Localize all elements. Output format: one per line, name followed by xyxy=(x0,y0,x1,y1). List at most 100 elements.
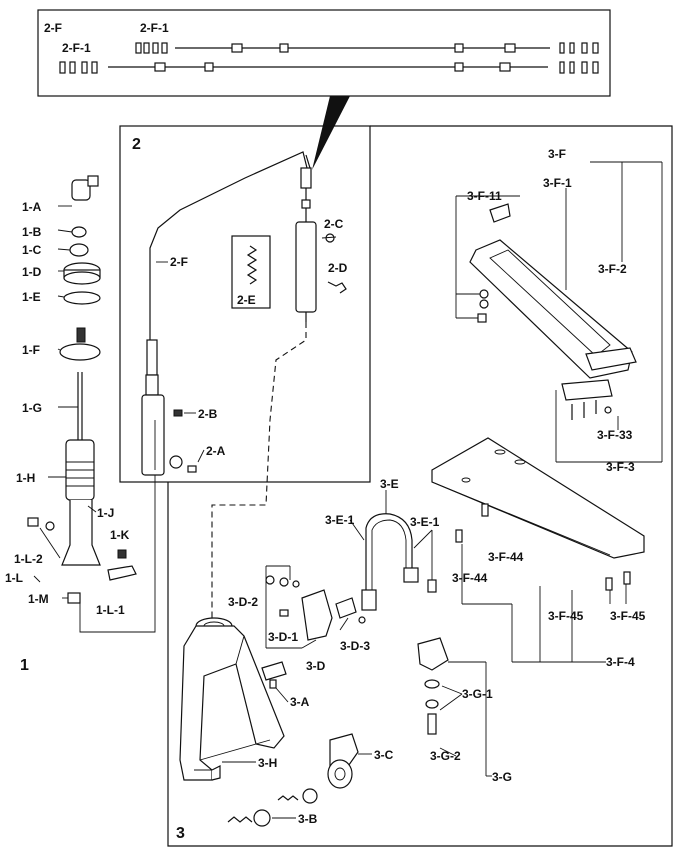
part-1-K xyxy=(117,549,127,559)
label-3-F-44-a: 3-F-44 xyxy=(488,550,524,564)
label-1-A: 1-A xyxy=(22,200,42,214)
part-1-J xyxy=(61,500,101,566)
label-1-J: 1-J xyxy=(97,506,114,520)
label-3-B: 3-B xyxy=(298,812,318,826)
screw-3-F-44-b xyxy=(455,529,463,543)
section-3-number: 3 xyxy=(176,825,185,842)
part-2-E-box xyxy=(231,235,271,309)
label-1-L: 1-L xyxy=(5,571,23,585)
label-3-F: 3-F xyxy=(548,147,566,161)
label-3-E: 3-E xyxy=(380,477,399,491)
part-1-M xyxy=(67,592,81,604)
label-1-G: 1-G xyxy=(22,401,42,415)
label-3-F-45-b: 3-F-45 xyxy=(610,609,646,623)
label-1-B: 1-B xyxy=(22,225,42,239)
part-1-E xyxy=(63,291,101,305)
label-1-H: 1-H xyxy=(16,471,35,485)
label-3-F-1: 3-F-1 xyxy=(543,176,572,190)
bolt-1-L-2 xyxy=(27,517,39,527)
spring-3-E xyxy=(365,513,413,590)
label-3-F-3: 3-F-3 xyxy=(606,460,635,474)
parts-3-D xyxy=(265,565,366,649)
cable-2-F xyxy=(149,151,308,345)
caster-3-C xyxy=(327,733,372,789)
end-3-E-1-left xyxy=(361,589,377,611)
label-2-D: 2-D xyxy=(328,261,348,275)
screw-3-F-45-a xyxy=(605,577,613,591)
screw-3-G-2 xyxy=(427,713,437,735)
screw-3-F-44-a xyxy=(481,503,489,517)
label-3-G-1: 3-G-1 xyxy=(462,687,493,701)
label-3-F-11: 3-F-11 xyxy=(467,189,502,203)
part-1-F xyxy=(59,343,101,361)
bracket-3-D xyxy=(301,589,333,641)
upper-cable-end xyxy=(300,167,312,189)
label-3-C: 3-C xyxy=(374,748,394,762)
part-2-D xyxy=(327,281,347,294)
label-2-A: 2-A xyxy=(206,444,226,458)
section-3-frame xyxy=(167,125,673,847)
section-1-number: 1 xyxy=(20,657,29,674)
label-2-F-1-left: 2-F-1 xyxy=(62,41,91,55)
end-3-E-1-right xyxy=(403,567,419,583)
cable-row-upper xyxy=(135,42,599,54)
section-1: 1 xyxy=(5,175,137,674)
label-3-G-2: 3-G-2 xyxy=(430,749,461,763)
nut-2-A xyxy=(169,455,183,469)
label-2-E: 2-E xyxy=(237,293,256,307)
label-1-F: 1-F xyxy=(22,343,40,357)
part-3-D-1 xyxy=(279,609,289,617)
part-1-C xyxy=(69,243,89,257)
stand-3-H xyxy=(179,617,285,781)
inset-frame xyxy=(37,9,611,97)
knob-3-B xyxy=(227,788,318,827)
label-1-E: 1-E xyxy=(22,290,41,304)
caster-wheel xyxy=(327,759,353,789)
label-2-C: 2-C xyxy=(324,217,344,231)
spring-2-E xyxy=(246,245,258,285)
link-2-to-1 xyxy=(79,475,156,633)
upper-housing xyxy=(295,221,317,313)
label-1-K: 1-K xyxy=(110,528,130,542)
section-3: 3 xyxy=(167,125,673,847)
label-1-M: 1-M xyxy=(28,592,49,606)
label-3-F-45-a: 3-F-45 xyxy=(548,609,584,623)
lower-housing xyxy=(141,394,165,476)
section-2-frame xyxy=(119,125,371,483)
label-3-D-3: 3-D-3 xyxy=(340,639,370,653)
part-3-F-11 xyxy=(489,203,511,223)
part-1-A xyxy=(71,179,91,201)
label-3-E-1-a: 3-E-1 xyxy=(325,513,355,527)
inset-pointer xyxy=(312,96,350,170)
washer-3-G-1 xyxy=(424,679,440,689)
cable-row-lower xyxy=(59,61,599,74)
dashed-link-2-to-3 xyxy=(211,322,307,618)
label-3-F-2: 3-F-2 xyxy=(598,262,627,276)
label-3-D: 3-D xyxy=(306,659,326,673)
part-1-B xyxy=(71,226,87,238)
label-3-F-4: 3-F-4 xyxy=(606,655,635,669)
label-3-F-44-b: 3-F-44 xyxy=(452,571,488,585)
label-3-A: 3-A xyxy=(290,695,310,709)
label-3-G: 3-G xyxy=(492,770,512,784)
bolt-3-A xyxy=(261,661,287,681)
part-3-D-3 xyxy=(335,597,357,619)
label-1-L-2: 1-L-2 xyxy=(14,552,43,566)
label-1-L-1: 1-L-1 xyxy=(96,603,125,617)
screw-3-F-45-b xyxy=(623,571,631,585)
label-3-F-33: 3-F-33 xyxy=(597,428,633,442)
clamp-body xyxy=(417,637,449,671)
label-2-F-top: 2-F xyxy=(44,21,62,35)
label-3-H: 3-H xyxy=(258,756,277,770)
hinge-3-F-33 xyxy=(561,379,613,401)
pedal-top-3-F-1 xyxy=(469,239,633,379)
label-1-C: 1-C xyxy=(22,243,42,257)
spring-assembly-3-E xyxy=(349,490,437,611)
section-2: 2 2-C 2-D 2-E 2-F 2-B xyxy=(119,125,371,483)
label-3-D-1: 3-D-1 xyxy=(268,630,298,644)
label-1-D: 1-D xyxy=(22,265,42,279)
label-2-F: 2-F xyxy=(170,255,188,269)
label-2-B: 2-B xyxy=(198,407,218,421)
label-2-F-1-right: 2-F-1 xyxy=(140,21,169,35)
